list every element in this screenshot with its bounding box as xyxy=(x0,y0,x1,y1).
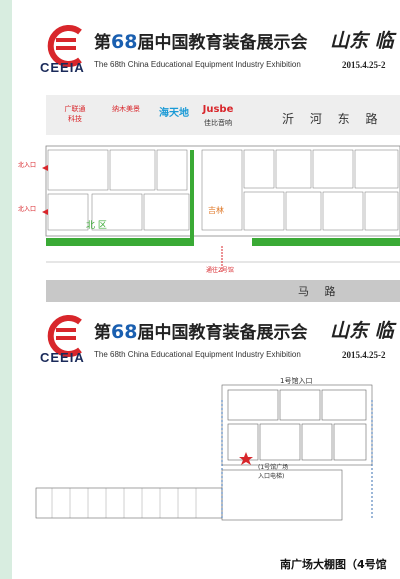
sponsor-brands: 广联通科技 纳木美景 海天地 Jusbe 佳比音响 xyxy=(46,100,400,130)
road-name-north: 沂 河 东 路 xyxy=(282,112,384,126)
header-top: CEEIA 第68届中国教育装备展示会 The 68th China Educa… xyxy=(12,20,400,76)
exhibition-map-sheet: CEEIA 第68届中国教育装备展示会 The 68th China Educa… xyxy=(12,0,400,579)
header-bottom: CEEIA 第68届中国教育装备展示会 The 68th China Educa… xyxy=(12,310,400,366)
brand-4: Jusbe xyxy=(202,104,234,115)
hall-outline xyxy=(221,384,373,466)
exhibition-date: 2015.4.25-2 xyxy=(342,350,386,360)
zone-label-north: 北 区 xyxy=(86,221,107,231)
map-footer-title: 南广场大棚图（4号馆 xyxy=(280,558,387,571)
brand-1: 广联通科技 xyxy=(64,105,86,123)
road-band-south xyxy=(46,280,400,302)
exhibition-date: 2015.4.25-2 xyxy=(342,60,386,70)
calligraphy-location: 山东 临 xyxy=(330,320,394,342)
entrance-arrows xyxy=(42,165,48,215)
green-strip-left xyxy=(46,238,191,246)
page-subtitle: The 68th China Educational Equipment Ind… xyxy=(94,350,301,359)
hall-entrance-label: 1号馆入口 xyxy=(280,377,313,385)
logo-text: CEEIA xyxy=(40,350,85,365)
road-band-north xyxy=(46,95,400,135)
zone-label-jilin: 吉林 xyxy=(208,206,224,215)
ceeia-logo-icon xyxy=(47,315,82,357)
entrance-label-2: 北入口 xyxy=(18,206,37,213)
entrance-label-1: 北入口 xyxy=(18,162,37,169)
you-are-here-star-icon xyxy=(239,452,253,465)
north-area-map xyxy=(42,95,400,302)
calligraphy-location: 山东 临 xyxy=(330,30,394,52)
green-divider xyxy=(190,150,194,246)
page-title: 第68届中国教育装备展示会 xyxy=(94,31,308,53)
page-subtitle: The 68th China Educational Equipment Ind… xyxy=(94,60,301,69)
logo-text: CEEIA xyxy=(40,60,85,75)
page-title: 第68届中国教育装备展示会 xyxy=(94,321,308,343)
ceeia-logo-icon xyxy=(47,25,82,67)
road-name-south: 马 路 xyxy=(298,285,342,298)
booth-area xyxy=(45,145,400,237)
brand-3: 海天地 xyxy=(159,108,189,119)
brand-5: 佳比音响 xyxy=(204,119,232,127)
brand-2: 纳木美景 xyxy=(112,105,140,113)
green-strip-right xyxy=(252,238,400,246)
north-square-label: (1号馆广场 入口电梯) xyxy=(258,464,289,480)
gate-label: 通往2号馆 xyxy=(206,267,234,274)
